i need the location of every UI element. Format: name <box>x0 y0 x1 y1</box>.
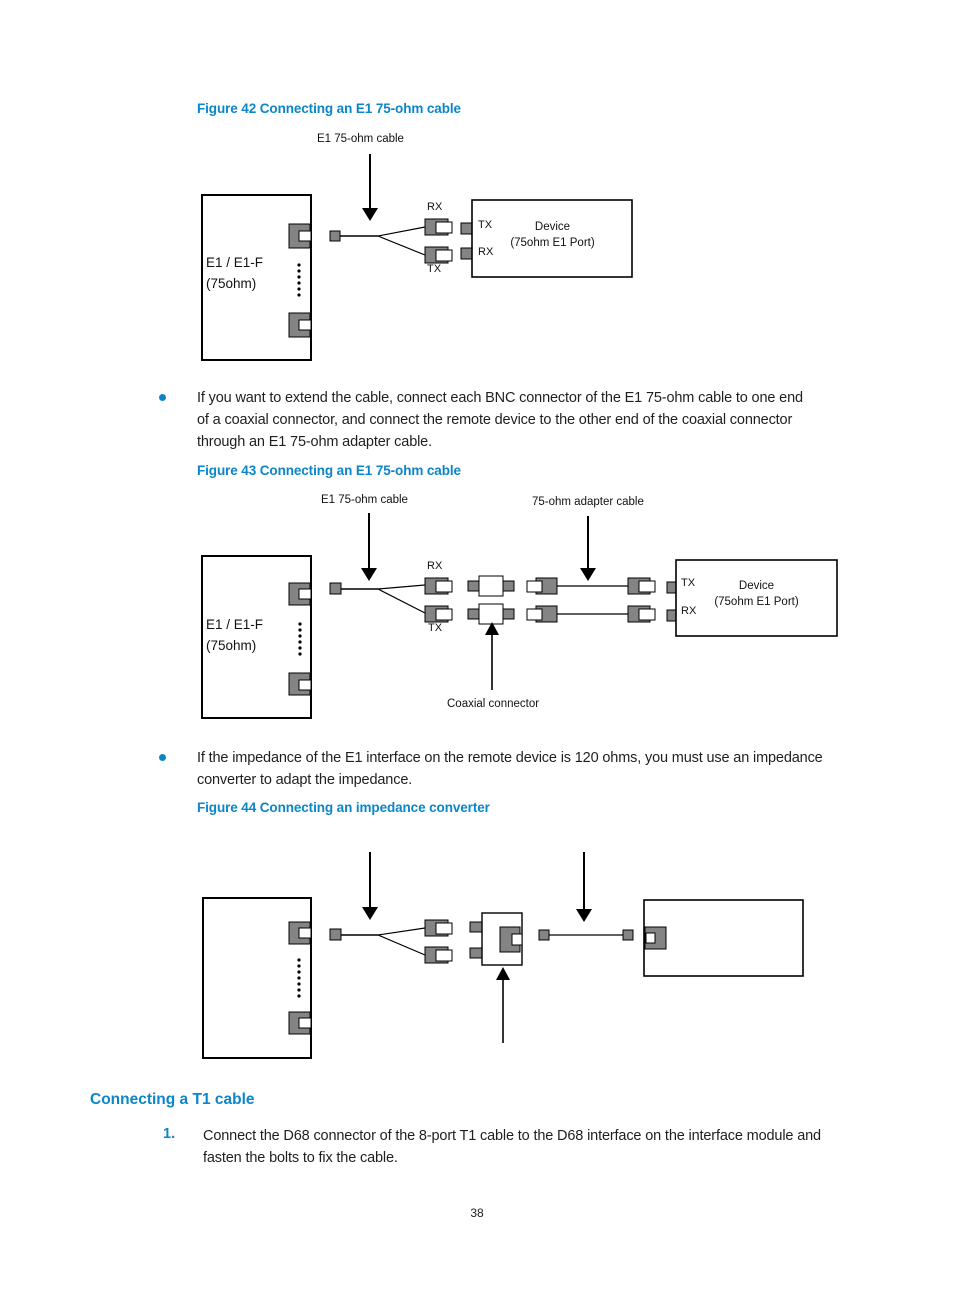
arrow-down-icon <box>580 516 596 581</box>
figure42-rx-label: RX <box>427 201 443 213</box>
bnc-connector <box>424 919 453 937</box>
device-box <box>471 199 633 278</box>
figure43-rx-label: RX <box>427 560 443 572</box>
figure42-tx-label: TX <box>427 263 442 275</box>
ellipsis-dots <box>297 958 301 998</box>
e1-cable <box>329 927 426 956</box>
remote-device-box <box>643 899 804 977</box>
step-number: 1. <box>163 1126 176 1142</box>
figure43-device-tx: TX <box>681 577 696 589</box>
arrow-down-icon <box>361 513 377 581</box>
figure43-tx-label: TX <box>428 622 443 634</box>
device-box <box>675 559 838 637</box>
bullet1-paragraph: If you want to extend the cable, connect… <box>197 390 803 450</box>
device-port-square <box>460 222 473 235</box>
ellipsis-dots <box>298 622 302 656</box>
figure43-caption: Figure 43 Connecting an E1 75-ohm cable <box>197 463 461 478</box>
figure42-device-label: Device (75ohm E1 Port) <box>510 221 595 249</box>
e1-module-box <box>201 194 312 361</box>
section-title: Connecting a T1 cable <box>90 1091 255 1108</box>
arrow-up-icon <box>485 622 499 690</box>
adapter-cable <box>538 929 634 941</box>
arrow-down-icon <box>576 852 592 922</box>
port-connector <box>288 921 312 945</box>
bnc-connector <box>424 218 453 236</box>
port-connector <box>288 672 312 696</box>
bnc-connector <box>424 246 453 264</box>
figure43-left-box-label: E1 / E1-F (75ohm) <box>206 617 264 653</box>
port-connector <box>288 1011 312 1035</box>
figure42-cable-label: E1 75-ohm cable <box>317 133 404 145</box>
arrow-down-icon <box>362 852 378 920</box>
port-connector <box>288 312 312 338</box>
figure43-coax-label: Coaxial connector <box>447 698 540 710</box>
coax-connector <box>467 575 515 597</box>
figure43-device-rx: RX <box>681 605 697 617</box>
figure44-caption: Figure 44 Connecting an impedance conver… <box>197 800 490 815</box>
e1-module-box <box>201 555 312 719</box>
device-port-square <box>460 247 473 260</box>
figure42-caption: Figure 42 Connecting an E1 75-ohm cable <box>197 101 461 116</box>
port-connector <box>288 582 312 606</box>
e1-cable <box>329 226 426 256</box>
impedance-converter-box <box>469 912 523 966</box>
port-connector <box>288 223 312 249</box>
bullet2-paragraph: If the impedance of the E1 interface on … <box>197 750 823 788</box>
e1-cable <box>329 582 426 614</box>
coax-connector <box>467 603 515 625</box>
e1-module-box <box>202 897 312 1059</box>
figure43-device-label: Device (75ohm E1 Port) <box>714 580 799 608</box>
bnc-connector <box>424 605 453 623</box>
port-connector <box>644 926 667 950</box>
figure42-device-rx: RX <box>478 246 494 258</box>
adapter-cable <box>526 577 679 595</box>
figure43-diagram <box>201 513 838 719</box>
ellipsis-dots <box>297 263 301 297</box>
step1-paragraph: Connect the D68 connector of the 8-port … <box>203 1128 821 1166</box>
bullet-icon <box>159 394 166 401</box>
figure43-cable-label: E1 75-ohm cable <box>321 494 408 506</box>
arrow-up-icon <box>496 967 510 1043</box>
bnc-connector <box>424 946 453 964</box>
bullet-icon <box>159 754 166 761</box>
figure42-diagram <box>201 154 633 361</box>
arrow-down-icon <box>362 154 378 221</box>
figure44-diagram <box>202 852 804 1059</box>
page-number: 38 <box>470 1206 484 1220</box>
figure42-left-box-label: E1 / E1-F (75ohm) <box>206 255 264 291</box>
adapter-cable <box>526 605 679 623</box>
figure42-device-tx: TX <box>478 219 493 231</box>
bnc-connector <box>424 577 453 595</box>
figure43-adapter-label: 75-ohm adapter cable <box>532 496 644 508</box>
